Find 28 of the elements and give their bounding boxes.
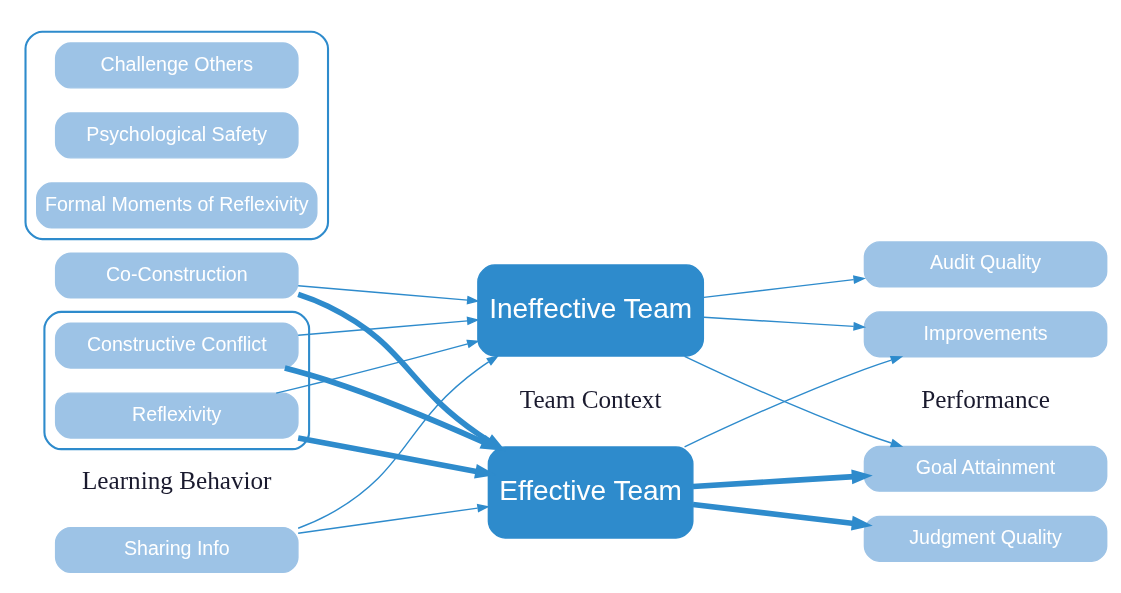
arrow (703, 275, 867, 299)
node-box: Formal Moments of Reflexivity (36, 182, 318, 229)
arrow (683, 355, 904, 448)
node-box: Sharing Info (54, 526, 299, 574)
node-box: Ineffective Team (477, 264, 705, 357)
node-box: Psychological Safety (54, 112, 299, 159)
cluster (24, 30, 330, 241)
node-box: Effective Team (487, 446, 694, 539)
label: Learning Behavior (81, 466, 272, 494)
arrow (275, 339, 480, 394)
cluster (43, 310, 311, 451)
arrow (297, 355, 500, 529)
arrow (297, 316, 480, 336)
arrow (692, 501, 873, 531)
label: Performance (921, 385, 1050, 413)
label: Team Context (519, 385, 662, 413)
arrow (297, 285, 480, 305)
arrow (297, 503, 490, 534)
node-box: Co-Construction (54, 252, 299, 299)
node-box: Audit Quality (863, 241, 1108, 288)
node-box: Challenge Others (54, 42, 299, 89)
node-box: Reflexivity (54, 392, 299, 439)
node-box: Goal Attainment (863, 445, 1108, 492)
arrow (703, 316, 867, 331)
node-box: Constructive Conflict (54, 322, 299, 369)
node-box: Judgment Quality (863, 515, 1108, 562)
node-box: Improvements (863, 311, 1108, 358)
arrow (692, 469, 873, 490)
